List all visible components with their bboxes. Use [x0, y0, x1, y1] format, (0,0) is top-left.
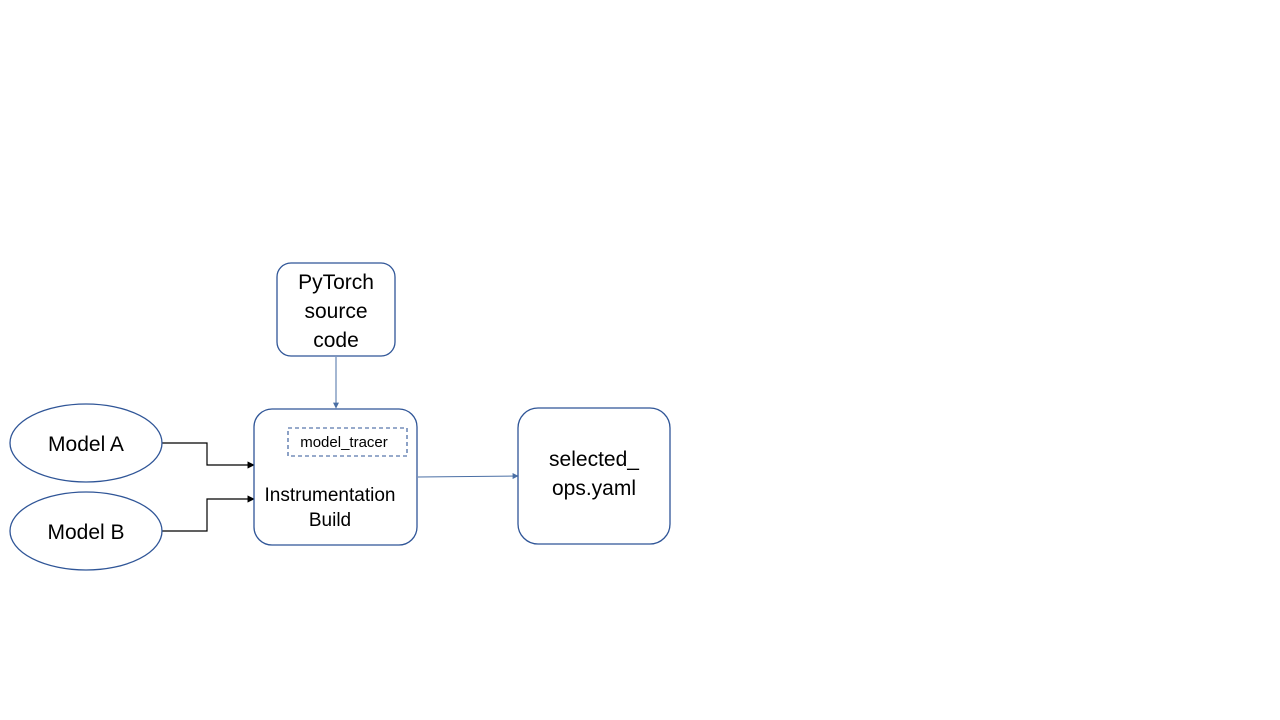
model-b-label: Model B — [47, 521, 124, 544]
model-b-ellipse — [9, 491, 163, 571]
edge-model-b-to-build — [162, 495, 255, 532]
instrumentation-build-line-2: Build — [309, 510, 351, 531]
edges — [162, 357, 519, 532]
model-a-label: Model A — [48, 433, 124, 456]
model-a-node: Model A — [9, 403, 163, 483]
selected-ops-line-2: ops.yaml — [552, 477, 636, 500]
model-a-ellipse — [9, 403, 163, 483]
pytorch-source-node: PyTorch source code — [276, 262, 396, 357]
selected-ops-line-1: selected_ — [549, 448, 639, 471]
pytorch-source-line-1: PyTorch — [298, 271, 374, 294]
model-tracer-label: model_tracer — [300, 434, 388, 451]
edge-build-to-selected-ops — [417, 473, 519, 480]
edge-model-a-to-build — [162, 442, 255, 469]
pytorch-source-box — [276, 262, 396, 357]
pytorch-source-line-3: code — [313, 329, 359, 352]
pytorch-source-line-2: source — [304, 300, 367, 323]
instrumentation-build-line-1: Instrumentation — [265, 485, 396, 506]
selected-ops-box — [517, 407, 671, 545]
selected-ops-node: selected_ ops.yaml — [517, 407, 671, 545]
model-b-node: Model B — [9, 491, 163, 571]
instrumentation-build-node: model_tracer Instrumentation Build — [253, 408, 418, 546]
model-tracer-box — [287, 427, 408, 457]
